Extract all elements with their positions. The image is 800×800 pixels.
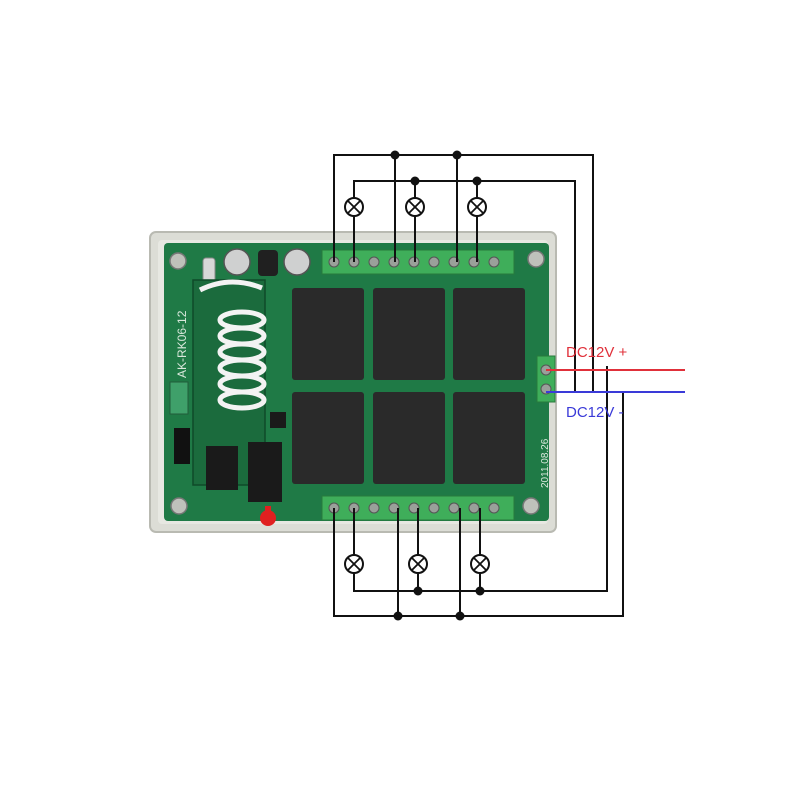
relay [373, 392, 445, 484]
board-model-label: AK-RK06-12 [175, 310, 189, 378]
relay [292, 392, 364, 484]
chip [206, 446, 238, 490]
chip [270, 412, 286, 428]
lamp-icon [405, 197, 425, 217]
junctions [390, 150, 485, 621]
relays [292, 288, 525, 484]
led-leg [265, 506, 271, 514]
wire-top-inner [353, 180, 576, 392]
screw-icon [527, 250, 545, 268]
led-icon [260, 510, 276, 526]
junction-dot [452, 150, 462, 160]
lamp-icon [344, 197, 364, 217]
capacitor-icon [283, 248, 311, 276]
bottom-lamps [344, 554, 490, 574]
antenna-coil [198, 279, 267, 411]
terminal-screw [468, 502, 480, 514]
screw-icon [170, 497, 188, 515]
screw-icon [522, 497, 540, 515]
jumper-connector [169, 381, 189, 415]
decoder-chip [248, 442, 282, 502]
power-lines [546, 369, 685, 393]
top-terminal-block [321, 249, 515, 275]
relay [292, 288, 364, 380]
terminal-screw [428, 256, 440, 268]
receiver-board: AK-RK06-12 [149, 231, 557, 533]
terminal-screw [448, 502, 460, 514]
junction-dot [393, 611, 403, 621]
screw-icon [169, 252, 187, 270]
dc-negative-label: DC12V - [566, 404, 624, 421]
junction-dot [413, 586, 423, 596]
wire-top-outer [333, 154, 594, 392]
junction-dot [472, 176, 482, 186]
board-date-label: 2011.08.26 [540, 438, 551, 488]
junction-dot [455, 611, 465, 621]
relay [453, 392, 525, 484]
relay [453, 288, 525, 380]
inductor [258, 250, 278, 276]
dc-positive-label: DC12V + [566, 344, 628, 361]
terminal-screw [488, 256, 500, 268]
lamp-icon [467, 197, 487, 217]
terminal-screw [368, 502, 380, 514]
lamp-icon [408, 554, 428, 574]
lamp-icon [470, 554, 490, 574]
power-terminal [536, 355, 556, 403]
junction-dot [390, 150, 400, 160]
junction-dot [475, 586, 485, 596]
terminal-screw [428, 502, 440, 514]
capacitor-icon [223, 248, 251, 276]
lamp-icon [344, 554, 364, 574]
terminal-block [536, 355, 556, 403]
terminal-screw [368, 256, 380, 268]
terminal-screw [488, 502, 500, 514]
relay [373, 288, 445, 380]
dip-switch [174, 428, 190, 464]
mounting-screws [169, 250, 545, 515]
top-lamps [344, 197, 487, 217]
junction-dot [410, 176, 420, 186]
wire-bottom-outer [333, 392, 624, 617]
